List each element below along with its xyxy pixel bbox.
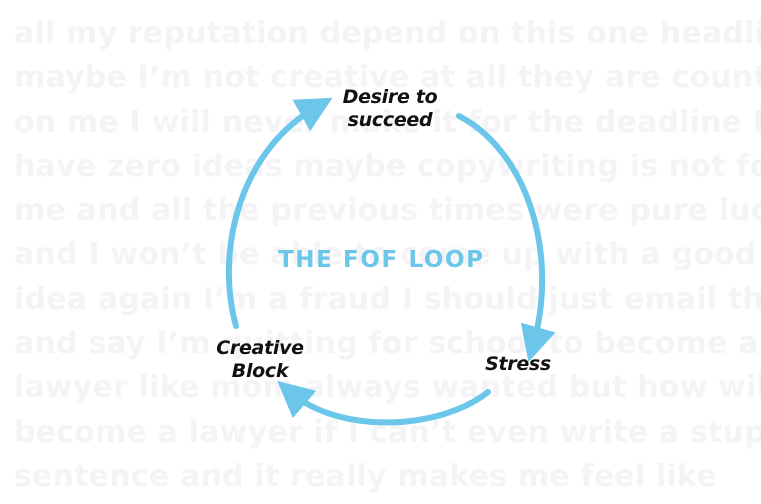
arrow-stress-to-block xyxy=(277,381,491,426)
background-line: all my reputation depend on this one hea… xyxy=(14,16,761,51)
background-line: idea again I’m a fraud I should just ema… xyxy=(14,281,761,317)
background-line: on me I will never make it for the deadl… xyxy=(14,104,761,140)
node-label-line: Desire to xyxy=(342,86,438,108)
background-line: have zero ideas maybe copywriting is not… xyxy=(14,148,761,184)
arrow-desire-to-stress xyxy=(456,113,556,363)
node-stress: Stress xyxy=(478,353,558,376)
node-label-line: succeed xyxy=(347,109,433,131)
node-label-line: Stress xyxy=(485,353,551,375)
node-creative-block: Creative Block xyxy=(205,337,315,383)
node-label-line: Creative xyxy=(216,337,304,359)
node-desire-to-succeed: Desire to succeed xyxy=(330,86,450,132)
node-label-line: Block xyxy=(231,360,289,382)
background-thought-text: all my reputation depend on this one hea… xyxy=(14,12,761,499)
background-line: lawyer like mom always wanted but how wi… xyxy=(14,370,761,406)
background-line: maybe I’m not creative at all they are c… xyxy=(14,60,761,96)
background-line: and say I’m quitting for school to becom… xyxy=(14,326,759,362)
diagram-title: THE FOF LOOP xyxy=(278,247,485,273)
background-line: sentence and it really makes me feel lik… xyxy=(14,458,717,494)
background-line: me and all the previous times were pure … xyxy=(14,193,761,229)
background-line: and I won’t be able to come up with a go… xyxy=(14,237,757,273)
arrow-block-to-desire xyxy=(225,97,333,329)
